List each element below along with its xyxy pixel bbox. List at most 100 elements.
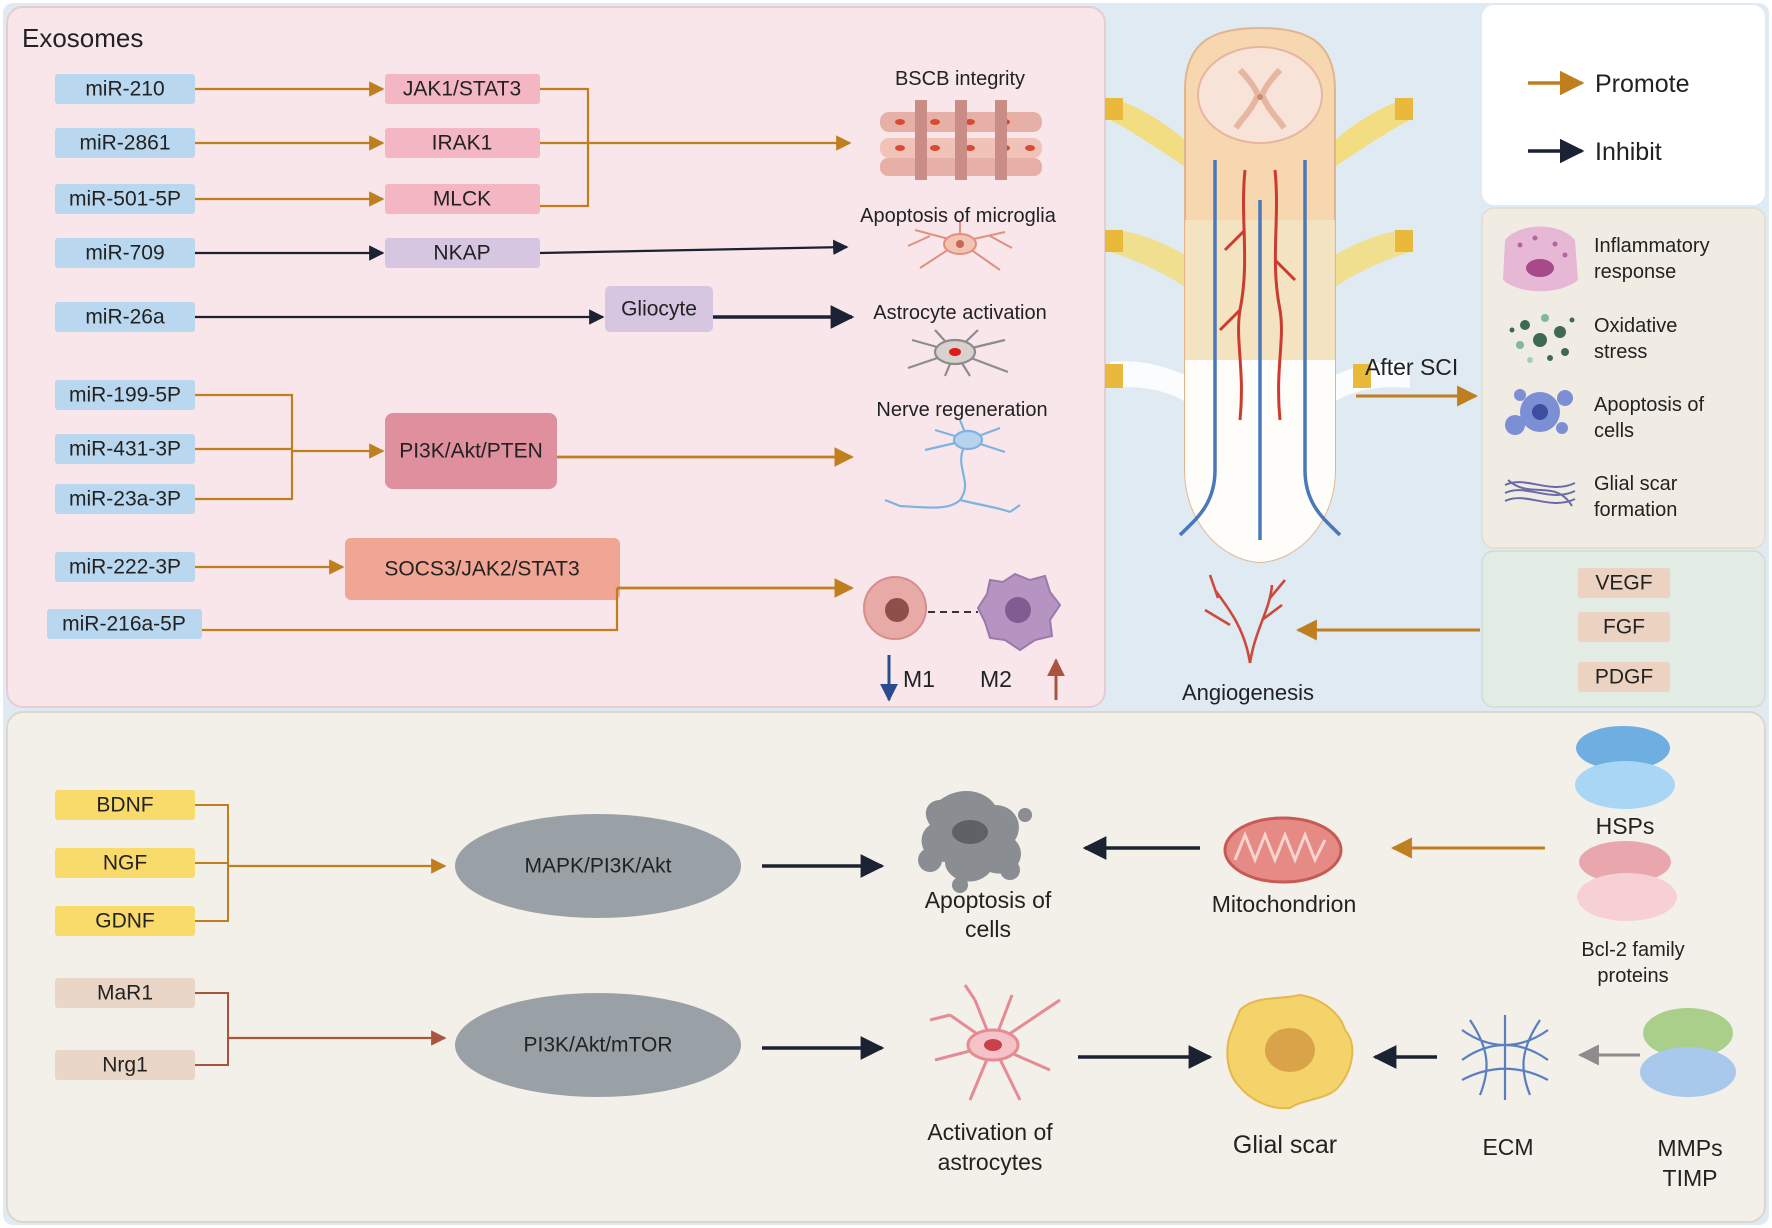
neuron-illustration	[884, 419, 1021, 514]
astrocyte-activation-label: Activation of	[927, 1119, 1053, 1145]
effect-label: Glial scar	[1594, 473, 1678, 495]
oxidative-stress-icon	[1509, 314, 1575, 363]
m1-macrophage	[863, 576, 927, 640]
timp-label: TIMP	[1663, 1165, 1718, 1191]
bcl2-label: Bcl-2 family	[1581, 939, 1684, 961]
angiogenesis-vessels	[1204, 574, 1286, 664]
pathway-label: Gliocyte	[621, 298, 697, 321]
exosomes-panel	[6, 6, 1106, 708]
lipid-label: Nrg1	[102, 1054, 148, 1077]
hsps-label: HSPs	[1596, 813, 1655, 839]
ecm-label: ECM	[1482, 1134, 1533, 1160]
neurotrophin-box	[55, 848, 195, 878]
mirna-label: miR-431-3P	[69, 438, 181, 461]
apoptosis-label: Apoptosis of	[925, 887, 1052, 913]
pathway-label: SOCS3/JAK2/STAT3	[384, 558, 579, 581]
pathway-label: PI3K/Akt/PTEN	[399, 440, 543, 463]
promote-legend-label: Promote	[1595, 70, 1689, 98]
mirna-label: miR-2861	[79, 132, 170, 155]
neurotrophin-label: GDNF	[95, 910, 155, 933]
hsps-icon	[1575, 726, 1675, 809]
mirna-label: miR-216a-5P	[62, 613, 186, 636]
mmps-timp-icon	[1640, 1008, 1736, 1097]
growth-factor-label: PDGF	[1595, 666, 1653, 689]
inhibit-legend-label: Inhibit	[1595, 138, 1662, 166]
growth-factor-box	[1578, 568, 1670, 598]
pathway-ellipse-label: PI3K/Akt/mTOR	[524, 1034, 673, 1057]
outcome-bscb: BSCB integrity	[895, 68, 1025, 90]
effects-panel	[1481, 207, 1766, 549]
bracket	[540, 87, 590, 208]
mirna-box	[55, 552, 195, 582]
legend-panel	[1482, 5, 1765, 205]
neurotrophin-label: BDNF	[96, 794, 153, 817]
m2-label: M2	[980, 666, 1012, 692]
mirna-label: miR-709	[85, 242, 164, 265]
growth-factor-label: FGF	[1603, 616, 1645, 639]
pathway-label: JAK1/STAT3	[403, 78, 521, 101]
mirna-box	[55, 184, 195, 214]
pathway-ellipse	[455, 993, 741, 1097]
mirna-list: miR-210 miR-2861 miR-501-5P miR-709 miR-…	[47, 74, 202, 639]
mirna-label: miR-199-5P	[69, 384, 181, 407]
glial-scar-label: Glial scar	[1233, 1131, 1337, 1159]
inhibit-arrow	[539, 239, 849, 255]
pathway-ellipse	[455, 814, 741, 918]
pathway-label: IRAK1	[432, 132, 493, 155]
pathway-box	[385, 238, 540, 268]
bcl2-icon	[1577, 841, 1677, 921]
mirna-label: miR-210	[85, 78, 164, 101]
mirna-label: miR-26a	[85, 306, 165, 329]
astrocyte-illustration	[907, 329, 1009, 377]
after-sci-label: After SCI	[1365, 354, 1458, 380]
mirna-box	[47, 609, 202, 639]
effect-label: Inflammatory	[1594, 235, 1710, 257]
glial-scar-icon	[1504, 479, 1576, 507]
lipid-box	[55, 978, 195, 1008]
pathway-box	[385, 184, 540, 214]
effect-label: Apoptosis of	[1594, 394, 1705, 416]
neurotrophin-box	[55, 790, 195, 820]
pathway-box	[345, 538, 620, 600]
pathway-box	[385, 128, 540, 158]
mirna-box	[55, 484, 195, 514]
outcome-nerve-regeneration: Nerve regeneration	[876, 399, 1047, 421]
pathway-boxes: JAK1/STAT3 IRAK1 MLCK NKAP Gliocyte PI3K…	[345, 74, 713, 600]
lipid-box	[55, 1050, 195, 1080]
mirna-label: miR-23a-3P	[69, 488, 181, 511]
effect-label: formation	[1594, 499, 1677, 521]
neurotrophin-box	[55, 906, 195, 936]
neurotrophin-label: NGF	[103, 852, 147, 875]
bcl2-label: proteins	[1597, 965, 1668, 987]
mmps-label: MMPs	[1657, 1135, 1722, 1161]
mirna-label: miR-501-5P	[69, 188, 181, 211]
angiogenesis-label: Angiogenesis	[1182, 680, 1314, 705]
pathway-ellipse-label: MAPK/PI3K/Akt	[524, 855, 671, 878]
growth-factor-box	[1578, 612, 1670, 642]
pathway-box	[385, 74, 540, 104]
effect-label: Oxidative	[1594, 315, 1677, 337]
cell-apoptosis-icon	[1505, 389, 1573, 435]
m1-label: M1	[903, 666, 935, 692]
mirna-label: miR-222-3P	[69, 556, 181, 579]
outcome-astrocyte-activation: Astrocyte activation	[873, 302, 1046, 324]
effect-label: cells	[1594, 420, 1634, 442]
growth-factor-label: VEGF	[1595, 572, 1652, 595]
mirna-box	[55, 434, 195, 464]
exosomes-title: Exosomes	[22, 23, 143, 53]
apoptotic-cells-icon	[918, 790, 1032, 893]
effect-label: stress	[1594, 341, 1647, 363]
bracket	[195, 393, 294, 501]
ecm-icon	[1461, 1015, 1549, 1100]
astrocyte-activation-label: astrocytes	[938, 1149, 1043, 1175]
mirna-box	[55, 128, 195, 158]
mitochondrion-label: Mitochondrion	[1212, 891, 1356, 917]
astrocyte-activation-icon	[929, 984, 1061, 1101]
glial-scar-icon	[1226, 993, 1354, 1110]
effect-label: response	[1594, 261, 1676, 283]
lipid-label: MaR1	[97, 982, 153, 1005]
bscb-illustration	[880, 100, 1042, 180]
mirna-box	[55, 380, 195, 410]
m2-macrophage	[976, 572, 1062, 652]
